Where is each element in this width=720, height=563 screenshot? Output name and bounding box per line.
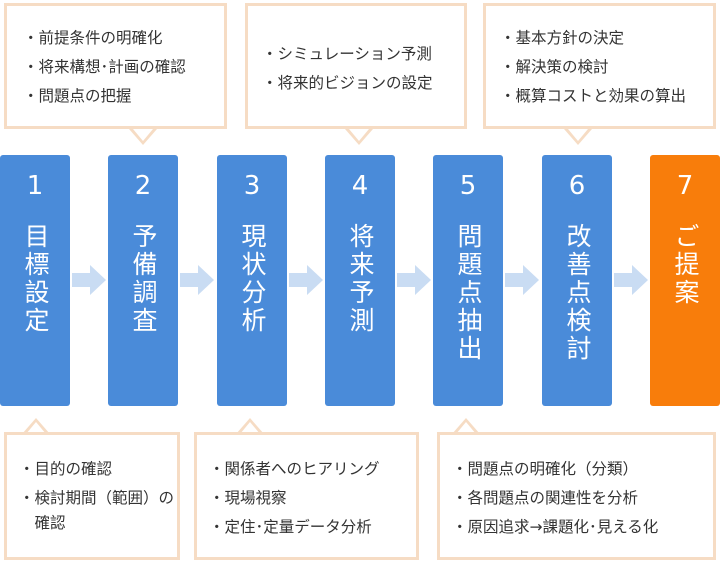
step-4: 4 将来予測 <box>325 155 395 406</box>
step-label: 現状分析 <box>238 223 267 335</box>
callout-item: ・原因追求→課題化･見える化 <box>452 518 659 536</box>
callout-step-2: ・前提条件の明確化 ・将来構想･計画の確認 ・問題点の把握 <box>4 3 227 129</box>
step-label: 将来予測 <box>346 223 375 335</box>
callout-item: ・現場視察 <box>209 489 287 507</box>
callout-item: ・関係者へのヒアリング <box>209 460 380 478</box>
callout-item: ・概算コストと効果の算出 <box>500 87 687 105</box>
callout-item: 確認 <box>19 514 66 532</box>
callout-step-6: ・基本方針の決定 ・解決策の検討 ・概算コストと効果の算出 <box>483 3 716 129</box>
callout-step-5-pointer <box>452 418 480 434</box>
callout-item: ・問題点の明確化（分類） <box>452 460 639 478</box>
callout-step-6-pointer <box>564 129 592 145</box>
callout-item: ・問題点の把握 <box>23 87 132 105</box>
step-number: 6 <box>568 171 586 201</box>
callout-item: ・目的の確認 <box>19 460 113 478</box>
step-3: 3 現状分析 <box>217 155 287 406</box>
callout-step-3-pointer <box>236 418 264 434</box>
callout-item: ・解決策の検討 <box>500 58 609 76</box>
step-label: 予備調査 <box>129 223 158 335</box>
callout-step-1: ・目的の確認 ・検討期間（範囲）の 確認 <box>4 432 180 560</box>
callout-step-2-pointer <box>129 129 157 145</box>
step-7: 7 ご提案 <box>650 155 720 406</box>
callout-item: ・定住･定量データ分析 <box>209 518 372 536</box>
step-5: 5 問題点抽出 <box>433 155 503 406</box>
step-number: 4 <box>351 171 369 201</box>
callout-item: ・シミュレーション予測 <box>262 45 432 63</box>
step-6: 6 改善点検討 <box>542 155 612 406</box>
step-number: 3 <box>243 171 261 201</box>
step-label: 改善点検討 <box>563 223 592 363</box>
flow-arrow-icon <box>72 265 106 295</box>
step-label: 問題点抽出 <box>454 223 483 363</box>
flow-arrow-icon <box>505 265 539 295</box>
step-number: 1 <box>26 171 44 201</box>
callout-item: ・検討期間（範囲）の <box>19 489 175 507</box>
step-label: 目標設定 <box>21 223 50 335</box>
callout-step-3: ・関係者へのヒアリング ・現場視察 ・定住･定量データ分析 <box>194 432 419 560</box>
step-1: 1 目標設定 <box>0 155 70 406</box>
callout-item: ・各問題点の関連性を分析 <box>452 489 639 507</box>
step-number: 7 <box>676 171 694 201</box>
flow-arrow-icon <box>397 265 431 295</box>
callout-step-1-pointer <box>22 418 50 434</box>
flow-arrow-icon <box>180 265 214 295</box>
callout-item: ・基本方針の決定 <box>500 29 625 47</box>
step-2: 2 予備調査 <box>108 155 178 406</box>
callout-item: ・将来的ビジョンの設定 <box>262 74 433 92</box>
callout-item: ・前提条件の明確化 <box>23 29 163 47</box>
callout-step-4: ・シミュレーション予測 ・将来的ビジョンの設定 <box>245 3 467 129</box>
flow-arrow-icon <box>289 265 323 295</box>
callout-step-4-pointer <box>345 129 373 145</box>
callout-item: ・将来構想･計画の確認 <box>23 58 186 76</box>
step-label: ご提案 <box>671 223 700 307</box>
step-number: 2 <box>134 171 152 201</box>
flow-arrow-icon <box>614 265 648 295</box>
callout-step-5: ・問題点の明確化（分類） ・各問題点の関連性を分析 ・原因追求→課題化･見える化 <box>437 432 716 560</box>
step-number: 5 <box>459 171 477 201</box>
